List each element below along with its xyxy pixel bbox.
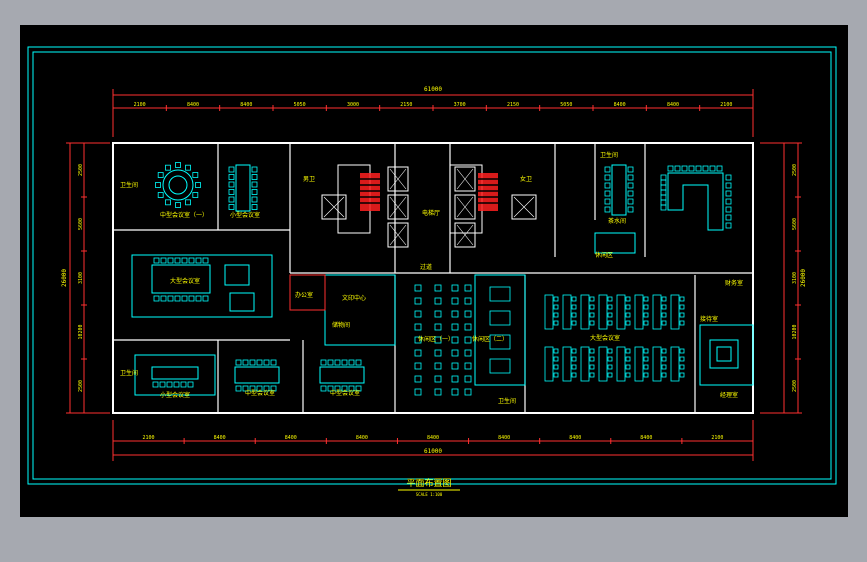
label-office-small: 办公室 [295,291,313,299]
right-dim-3: 10200 [792,324,798,339]
left-dim-2: 3100 [78,272,84,284]
left-dim-3: 10200 [78,324,84,339]
label-storage: 储物间 [332,321,350,329]
label-finance: 财务室 [725,279,743,287]
left-segment-ticks: 2500 5600 3100 10200 2500 [78,142,87,392]
label-meeting-large: 大型会议室 [170,277,200,285]
top-dim-8: 5050 [560,102,572,108]
large-meeting-table [151,257,255,312]
label-reception: 接待室 [700,315,718,323]
right-dim-1: 5600 [792,218,798,230]
left-dim-4: 2500 [78,380,84,392]
bottom-dim-0: 2100 [143,435,155,441]
bottom-dim-3: 8400 [356,435,368,441]
label-toilet-a: 男卫 [303,176,315,183]
overall-height-right-label: 26000 [800,269,807,287]
label-meeting-tl: 中型会议室（一） [160,211,208,219]
right-dimension-lines [760,142,802,414]
top-dim-10: 8400 [667,102,679,108]
u-shaped-table [660,165,732,231]
top-dimension-lines [112,89,754,137]
label-meeting-b2: 中型会议室 [330,389,360,397]
top-dim-4: 3000 [347,102,359,108]
room-outlines [131,254,754,396]
label-open-office: 大型会议室 [590,334,620,342]
small-meeting-table [228,164,258,212]
label-restroom-bc: 卫生间 [498,397,516,405]
top-dim-1: 8400 [187,102,199,108]
label-meeting-ctl: 小型会议室 [230,211,260,219]
label-meeting-bl: 小型会议室 [160,391,190,399]
right-dim-0: 2500 [792,164,798,176]
outer-border [27,46,837,485]
bottom-meeting-tables [151,359,365,392]
top-dim-6: 3700 [454,102,466,108]
label-restroom-tr: 卫生间 [600,151,618,159]
work-desks [414,284,685,396]
left-dim-0: 2500 [78,164,84,176]
label-corridor: 过道 [420,263,432,271]
bottom-dim-8: 2100 [711,435,723,441]
bottom-dim-5: 8400 [498,435,510,441]
right-dim-2: 3100 [792,272,798,284]
bottom-dim-4: 8400 [427,435,439,441]
top-dim-5: 2150 [400,102,412,108]
top-dim-3: 5050 [294,102,306,108]
right-dim-4: 2500 [792,380,798,392]
top-dim-9: 8400 [614,102,626,108]
overall-width-label: 61000 [424,86,442,93]
label-print: 文印中心 [342,294,366,302]
overall-height-left-label: 26000 [61,269,68,287]
core-right [449,164,537,248]
interior-walls [113,143,753,413]
label-work2: 休闲区（二） [472,335,508,343]
drawing-title: 平面布置图 [406,477,451,489]
exterior-walls [112,142,754,414]
inner-border [32,51,832,480]
label-work1: 休闲区（一） [418,335,454,343]
top-dim-2: 8400 [240,102,252,108]
core-left [321,164,409,248]
lounge-seating [594,232,739,369]
left-dimension-lines [66,142,110,414]
round-table [155,162,201,208]
floor-plan: 61000 2100 8400 8400 5050 3000 2150 3700 2150 50… [27,46,837,497]
drawing-sheet: 61000 2100 8400 8400 5050 3000 2150 3700 2150 50… [20,25,848,517]
bottom-dim-2: 8400 [285,435,297,441]
bottom-dim-6: 8400 [569,435,581,441]
top-dim-11: 2100 [720,102,732,108]
room-labels: 中型会议室（一） 小型会议室 卫生间 男卫 女卫 电梯厅 过道 大型会议室 办公… [120,151,743,405]
label-pantry: 茶水间 [608,217,626,225]
label-lounge: 休闲区 [595,251,613,259]
right-segment-ticks: 2500 5600 3100 10200 2500 [792,142,801,392]
bottom-segment-ticks: 2100 8400 8400 8400 8400 8400 8400 8400 2100 [112,435,723,444]
overall-width-bottom-label: 61000 [424,448,442,455]
label-restroom-bl: 卫生间 [120,369,138,377]
left-dim-1: 5600 [78,218,84,230]
label-manager: 经理室 [720,391,738,399]
bottom-dim-1: 8400 [214,435,226,441]
top-dim-0: 2100 [134,102,146,108]
label-toilet-b: 女卫 [520,175,532,183]
top-dim-7: 2150 [507,102,519,108]
bottom-dim-7: 8400 [640,435,652,441]
label-elevator: 电梯厅 [422,209,440,217]
drawing-subtitle: SCALE 1:100 [416,492,443,497]
label-meeting-b1: 中型会议室 [245,389,275,397]
label-restroom-l: 卫生间 [120,181,138,189]
meeting-table-top-right [604,164,634,216]
top-segment-ticks: 2100 8400 8400 5050 3000 2150 3700 2150 5050 8400… [112,102,732,111]
